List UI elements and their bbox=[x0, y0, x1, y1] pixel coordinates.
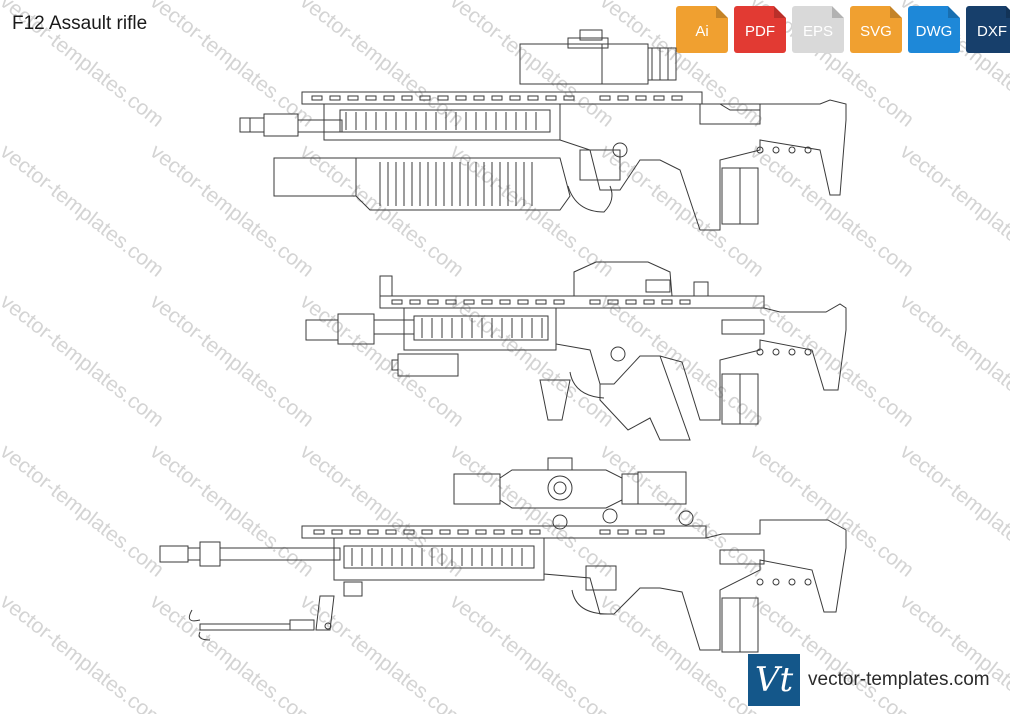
page-title: F12 Assault rifle bbox=[12, 13, 148, 34]
format-label: EPS bbox=[802, 23, 833, 40]
vt-logo-icon: Vt bbox=[748, 654, 800, 706]
brand-footer[interactable]: Vt vector-templates.com bbox=[748, 654, 990, 706]
format-dwg-button[interactable]: DWG bbox=[908, 6, 960, 53]
format-badges: Ai PDF EPS SVG DWG DXF bbox=[676, 6, 1010, 53]
format-ai-button[interactable]: Ai bbox=[676, 6, 728, 53]
format-label: DWG bbox=[915, 23, 953, 40]
file-icon bbox=[966, 6, 1010, 53]
format-dxf-button[interactable]: DXF bbox=[966, 6, 1010, 53]
format-pdf-button[interactable]: PDF bbox=[734, 6, 786, 53]
rail-slots bbox=[311, 95, 683, 101]
rifle-3 bbox=[159, 457, 847, 653]
format-label: PDF bbox=[745, 23, 775, 40]
format-svg-button[interactable]: SVG bbox=[850, 6, 902, 53]
format-label: DXF bbox=[977, 23, 1007, 40]
brand-url[interactable]: vector-templates.com bbox=[808, 669, 990, 690]
format-eps-button[interactable]: EPS bbox=[792, 6, 844, 53]
format-label: SVG bbox=[860, 23, 892, 40]
format-label: Ai bbox=[695, 23, 709, 40]
rifle-1 bbox=[239, 29, 847, 231]
rifle-2 bbox=[305, 261, 847, 441]
